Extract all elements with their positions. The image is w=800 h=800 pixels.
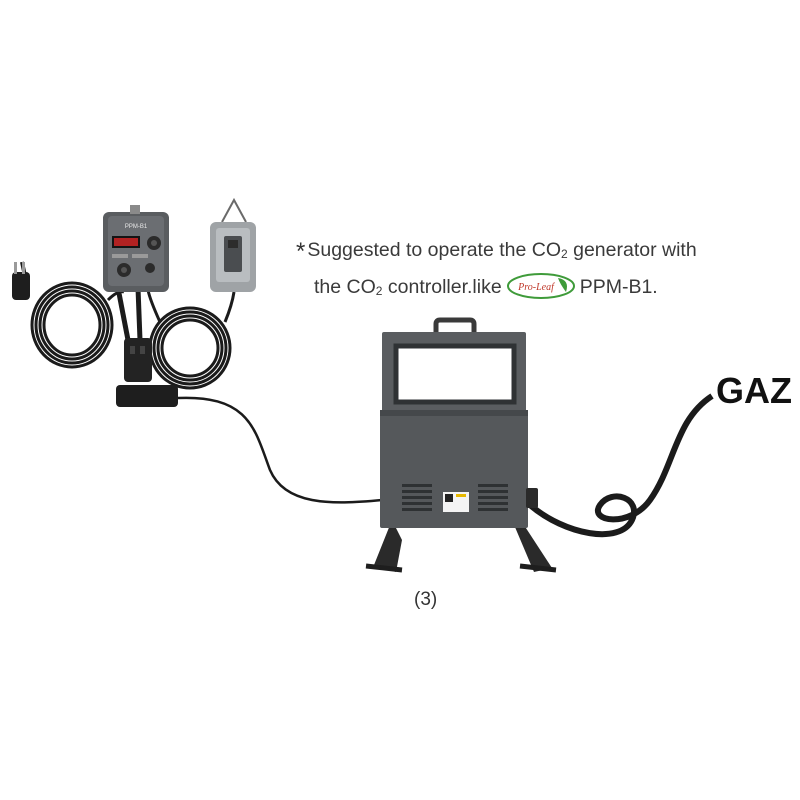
sensor-cable-coil bbox=[146, 289, 236, 390]
asterisk: * bbox=[296, 238, 306, 265]
suggestion-line-1: *Suggested to operate the CO2 generator … bbox=[296, 238, 697, 265]
co2-generator bbox=[365, 317, 557, 573]
outlet-adapter bbox=[116, 338, 178, 407]
power-plug bbox=[12, 262, 30, 300]
generator-power-cable bbox=[177, 396, 383, 504]
co2-sensor bbox=[210, 197, 256, 292]
figure-caption: (3) bbox=[414, 589, 438, 610]
co2-controller: PPM-B1 bbox=[103, 205, 169, 292]
gas-label: GAZ bbox=[716, 370, 792, 411]
controller-cables bbox=[115, 287, 143, 341]
pro-leaf-logo-icon: Pro-Leaf bbox=[506, 272, 575, 299]
brand-logo-text: Pro-Leaf bbox=[517, 282, 555, 293]
gas-hose bbox=[528, 393, 714, 538]
suggestion-note: *Suggested to operate the CO2 generator … bbox=[296, 232, 697, 306]
controller-label: PPM-B1 bbox=[125, 224, 148, 230]
